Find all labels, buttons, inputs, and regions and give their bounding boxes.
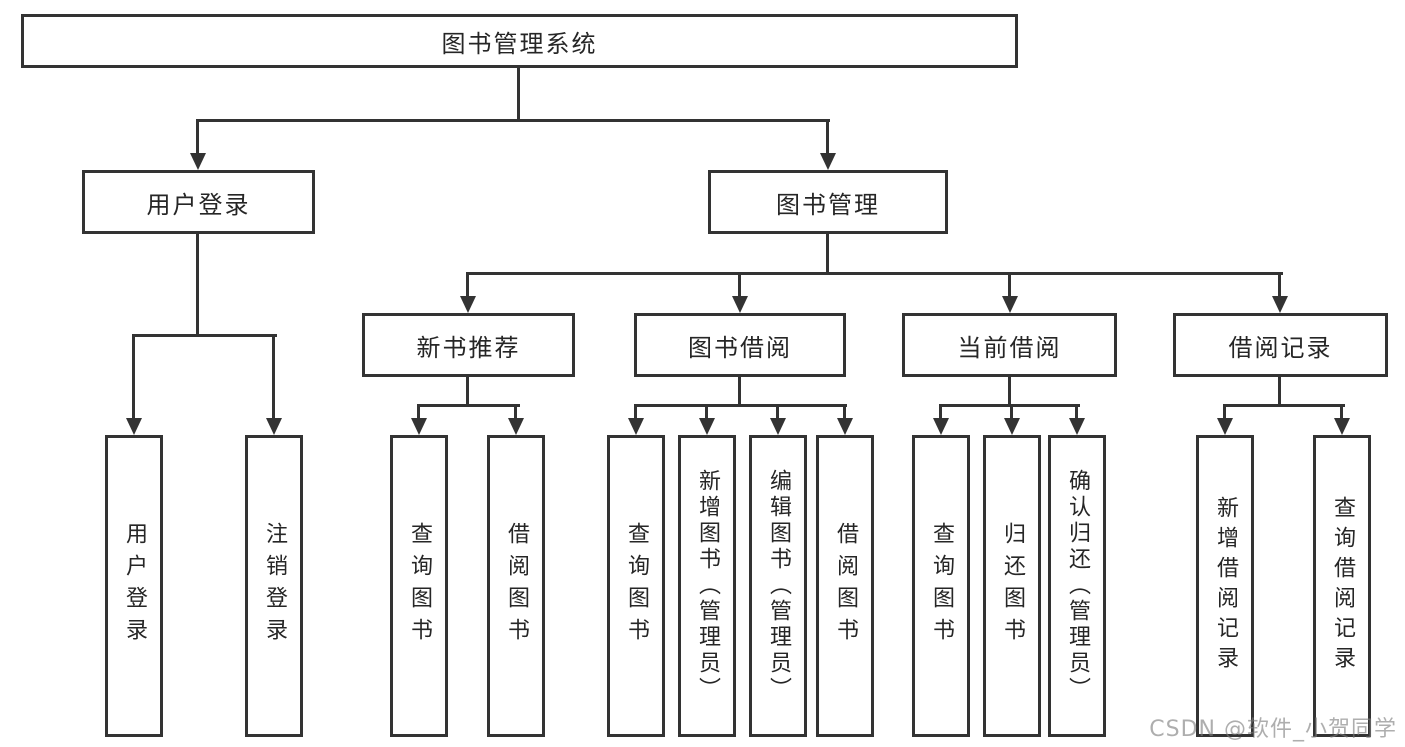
connector-g1-trunk — [466, 377, 469, 407]
leaf-records-add-label: 新增借阅记录 — [1213, 496, 1238, 676]
node-borrow-records: 借阅记录 — [1173, 313, 1388, 377]
leaf-borrow-book: 借阅图书 — [816, 435, 874, 737]
connector-g4-drop-1 — [1223, 404, 1226, 420]
connector-drop-records — [1278, 272, 1281, 298]
leaf-current-query-label: 查询图书 — [929, 522, 954, 650]
leaf-user-login-label: 用户登录 — [122, 522, 147, 650]
connector-drop-borrow — [738, 272, 741, 298]
node-book-borrow-label: 图书借阅 — [688, 333, 792, 362]
node-user-login: 用户登录 — [82, 170, 315, 234]
arrowhead-g2-4 — [837, 418, 853, 435]
arrowhead-records — [1272, 296, 1288, 313]
arrowhead-current — [1002, 296, 1018, 313]
leaf-borrow-book-label: 借阅图书 — [833, 522, 858, 650]
leaf-current-query: 查询图书 — [912, 435, 970, 737]
node-book-borrow: 图书借阅 — [634, 313, 846, 377]
arrowhead-g4-1 — [1217, 418, 1233, 435]
leaf-current-return: 归还图书 — [983, 435, 1041, 737]
leaf-logout: 注销登录 — [245, 435, 303, 737]
leaf-logout-label: 注销登录 — [262, 522, 287, 650]
leaf-newbook-borrow-label: 借阅图书 — [504, 522, 529, 650]
connector-g2-drop-1 — [634, 404, 637, 420]
leaf-borrow-add-admin-label: 新增图书（管理员） — [695, 469, 720, 703]
connector-g3-bus — [939, 404, 1080, 407]
connector-g3-drop-2 — [1010, 404, 1013, 420]
leaf-current-confirm-admin: 确认归还（管理员） — [1048, 435, 1106, 737]
leaf-current-return-label: 归还图书 — [1000, 522, 1025, 650]
leaf-borrow-edit-admin-label: 编辑图书（管理员） — [766, 469, 791, 703]
arrowhead-user-login — [190, 153, 206, 170]
connector-bookmgmt-bus — [466, 272, 1283, 275]
leaf-records-add: 新增借阅记录 — [1196, 435, 1254, 737]
connector-g1-drop-2 — [514, 404, 517, 420]
arrowhead-new-book — [460, 296, 476, 313]
connector-g2-drop-2 — [705, 404, 708, 420]
connector-root-trunk — [517, 68, 520, 122]
connector-g2-drop-4 — [843, 404, 846, 420]
leaf-borrow-edit-admin: 编辑图书（管理员） — [749, 435, 807, 737]
connector-g4-bus — [1223, 404, 1345, 407]
connector-drop-new-book — [466, 272, 469, 298]
connector-drop-leaf-logout — [272, 334, 275, 420]
leaf-records-query-label: 查询借阅记录 — [1330, 496, 1355, 676]
arrowhead-book-mgmt — [820, 153, 836, 170]
connector-g1-drop-1 — [417, 404, 420, 420]
watermark-text: CSDN @软件_小贺同学 — [1149, 717, 1397, 742]
arrowhead-g4-2 — [1334, 418, 1350, 435]
arrowhead-g2-3 — [770, 418, 786, 435]
arrowhead-g3-2 — [1004, 418, 1020, 435]
node-new-book-recommend: 新书推荐 — [362, 313, 575, 377]
arrowhead-g1-2 — [508, 418, 524, 435]
arrowhead-g2-1 — [628, 418, 644, 435]
connector-drop-book-mgmt — [826, 119, 829, 155]
leaf-user-login: 用户登录 — [105, 435, 163, 737]
connector-g4-trunk — [1278, 377, 1281, 407]
connector-g3-trunk — [1008, 377, 1011, 407]
leaf-newbook-query-label: 查询图书 — [407, 522, 432, 650]
arrowhead-borrow — [732, 296, 748, 313]
node-root: 图书管理系统 — [21, 14, 1018, 68]
arrowhead-g1-1 — [411, 418, 427, 435]
connector-g2-bus — [634, 404, 847, 407]
leaf-records-query: 查询借阅记录 — [1313, 435, 1371, 737]
arrowhead-g3-3 — [1069, 418, 1085, 435]
leaf-newbook-query: 查询图书 — [390, 435, 448, 737]
arrowhead-leaf-login — [126, 418, 142, 435]
connector-root-bus — [196, 119, 830, 122]
connector-g3-drop-1 — [939, 404, 942, 420]
node-book-mgmt-label: 图书管理 — [776, 190, 880, 219]
connector-drop-leaf-login — [132, 334, 135, 420]
connector-bookmgmt-trunk — [826, 234, 829, 275]
connector-g2-trunk — [738, 377, 741, 407]
connector-drop-current — [1008, 272, 1011, 298]
arrowhead-leaf-logout — [266, 418, 282, 435]
connector-drop-user-login — [196, 119, 199, 155]
leaf-borrow-query: 查询图书 — [607, 435, 665, 737]
connector-userlogin-bus — [132, 334, 277, 337]
leaf-borrow-add-admin: 新增图书（管理员） — [678, 435, 736, 737]
node-borrow-records-label: 借阅记录 — [1228, 333, 1333, 362]
leaf-borrow-query-label: 查询图书 — [624, 522, 649, 650]
connector-g4-drop-2 — [1340, 404, 1343, 420]
connector-g1-bus — [417, 404, 520, 407]
node-user-login-label: 用户登录 — [146, 190, 251, 219]
arrowhead-g3-1 — [933, 418, 949, 435]
arrowhead-g2-2 — [699, 418, 715, 435]
node-current-borrow: 当前借阅 — [902, 313, 1117, 377]
node-new-book-recommend-label: 新书推荐 — [416, 333, 521, 362]
node-root-label: 图书管理系统 — [441, 29, 598, 58]
leaf-newbook-borrow: 借阅图书 — [487, 435, 545, 737]
connector-userlogin-trunk — [196, 234, 199, 337]
connector-g3-drop-3 — [1075, 404, 1078, 420]
node-book-mgmt: 图书管理 — [708, 170, 948, 234]
connector-g2-drop-3 — [776, 404, 779, 420]
node-current-borrow-label: 当前借阅 — [957, 333, 1062, 362]
leaf-current-confirm-admin-label: 确认归还（管理员） — [1065, 469, 1090, 703]
